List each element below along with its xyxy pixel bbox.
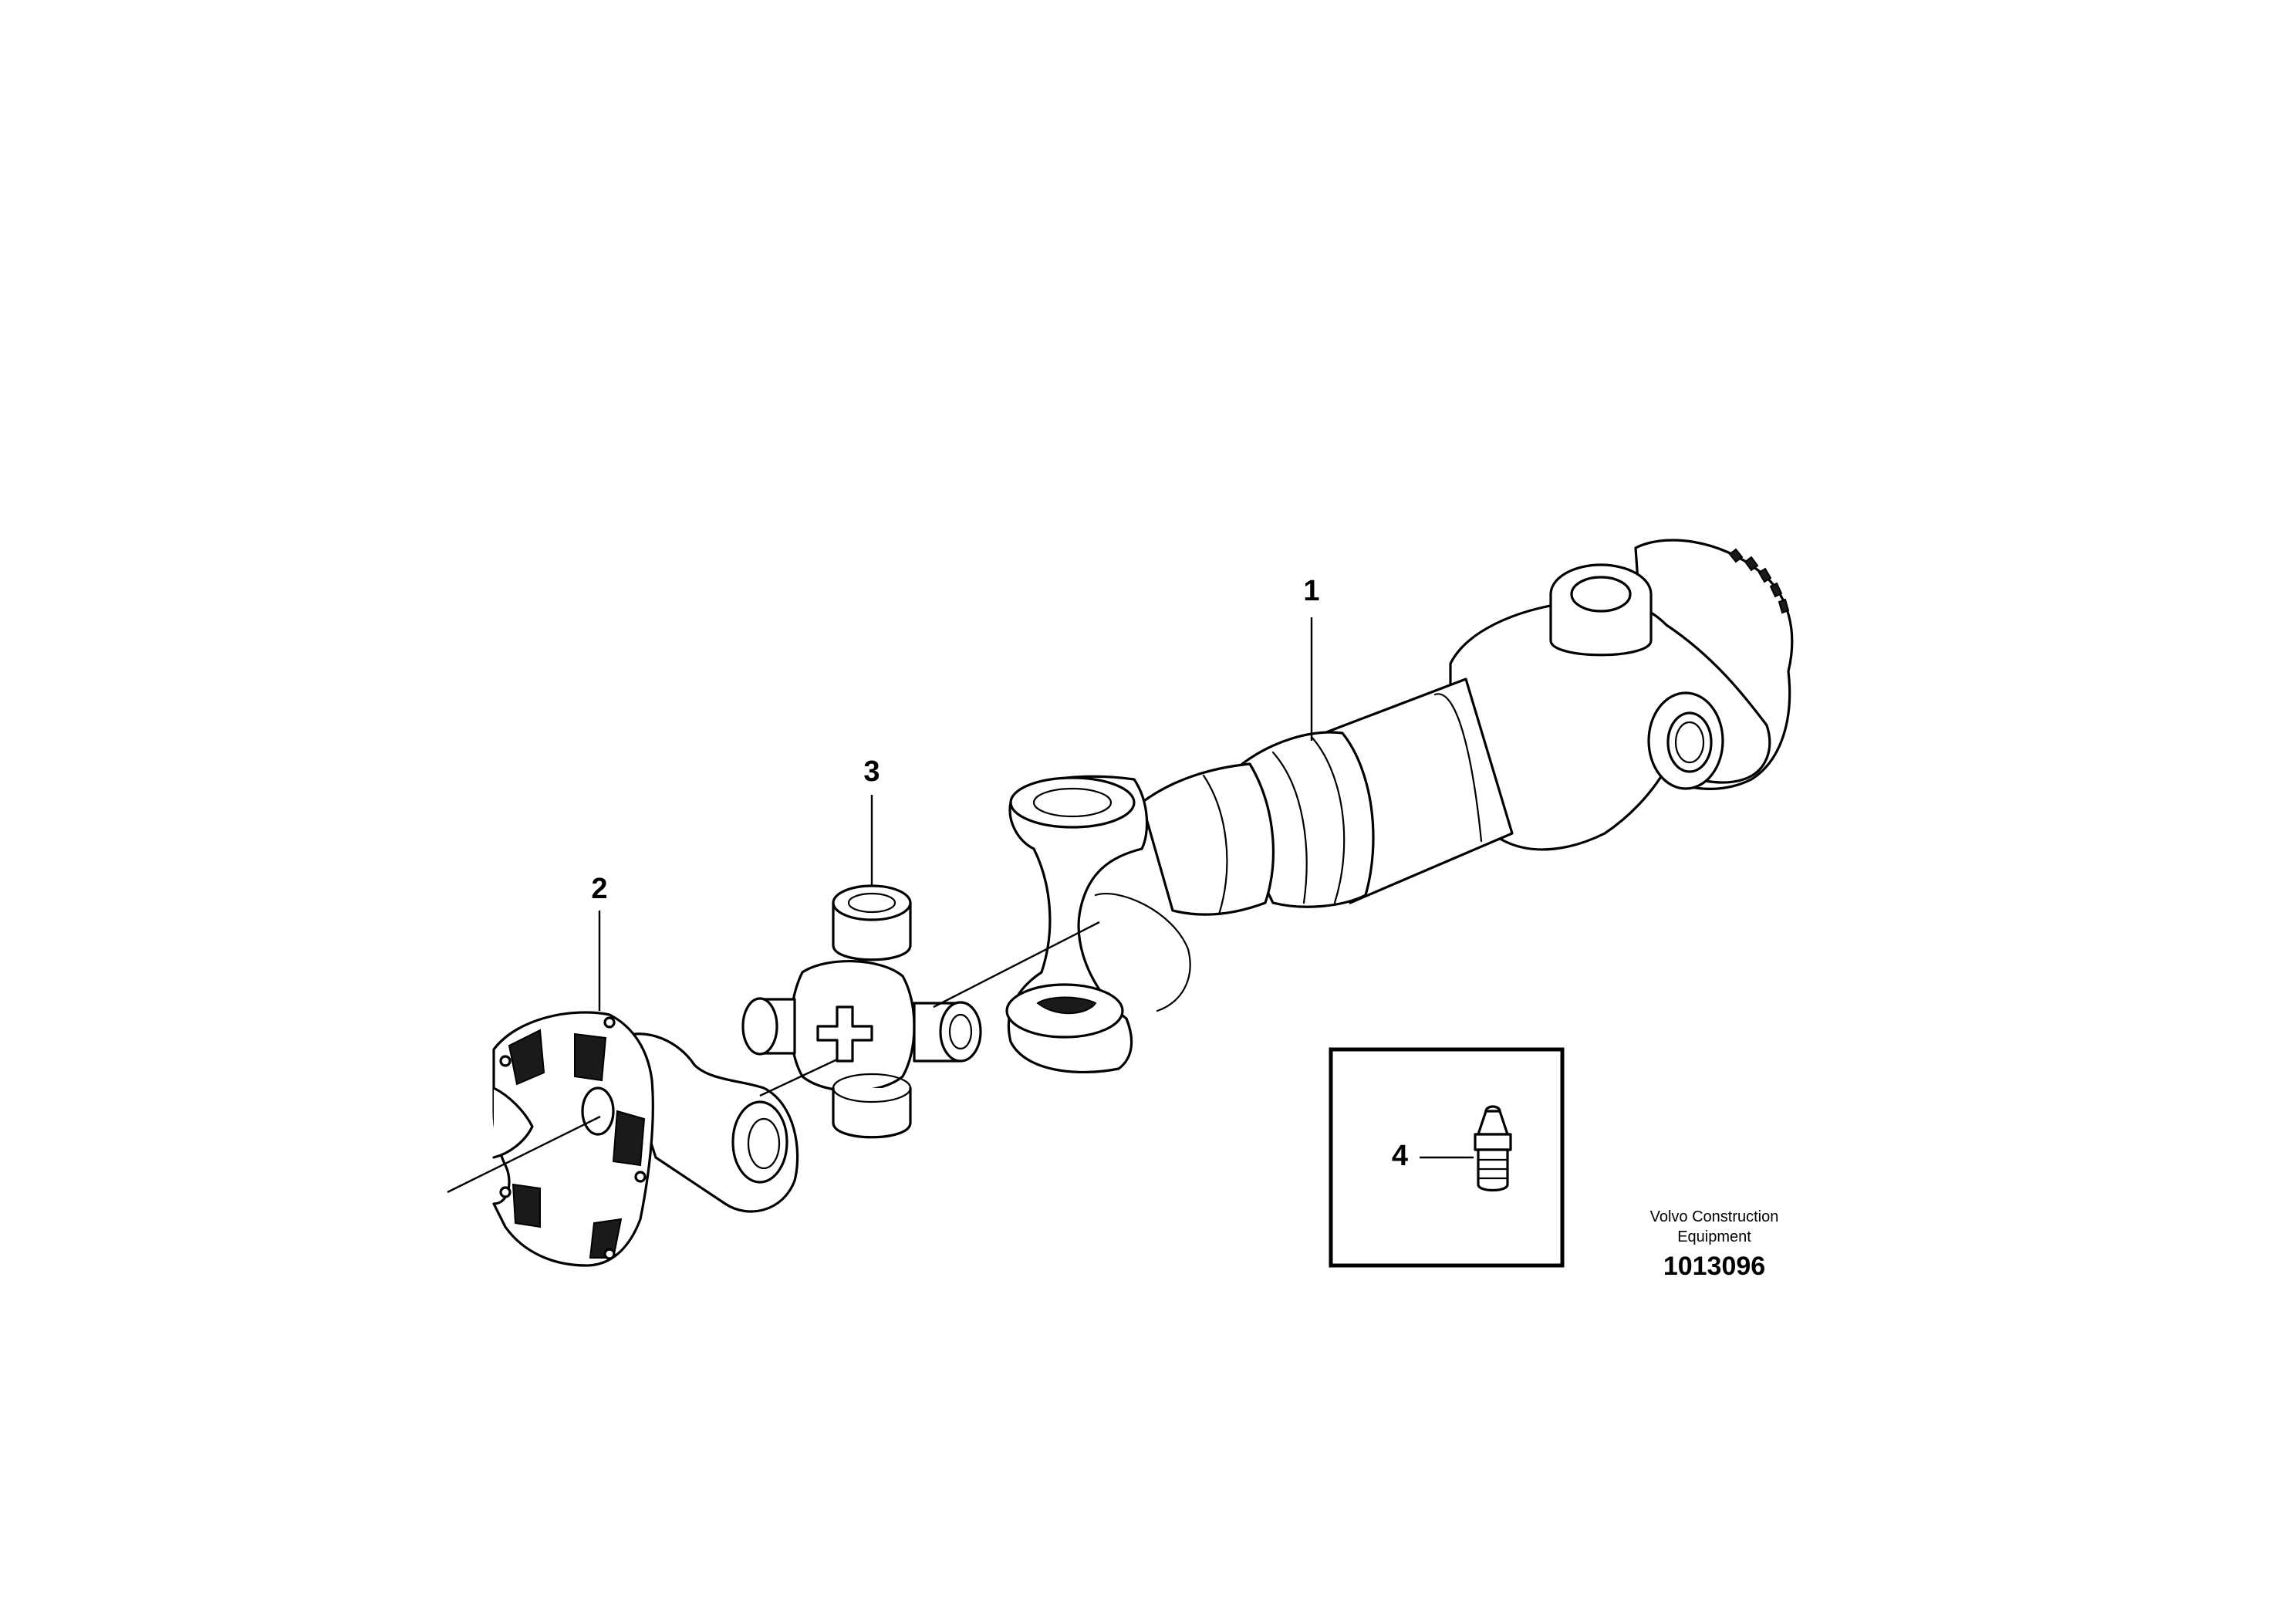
callout-item3: 3	[863, 755, 880, 788]
exploded-axis-line-1	[447, 1115, 601, 1194]
callout-item2: 2	[591, 873, 607, 905]
callout-item4: 4	[1392, 1140, 1408, 1172]
rear-flange-teeth	[1728, 548, 1790, 614]
universal-joint-cross	[741, 884, 982, 1139]
flange-yoke	[492, 1011, 799, 1267]
credit-line-2: Equipment	[1677, 1228, 1751, 1245]
grease-nipple	[1474, 1105, 1512, 1192]
detail-box: 4	[1329, 1047, 1565, 1268]
exploded-axis-line-3	[933, 921, 1100, 1009]
exploded-axis-line-2	[759, 1058, 838, 1097]
flange-serrations	[508, 1029, 646, 1259]
propeller-shaft	[1005, 539, 1794, 1073]
callout-item1: 1	[1303, 575, 1319, 607]
document-number: 1013096	[1663, 1252, 1765, 1281]
credit-line-1: Volvo Construction	[1650, 1208, 1779, 1225]
